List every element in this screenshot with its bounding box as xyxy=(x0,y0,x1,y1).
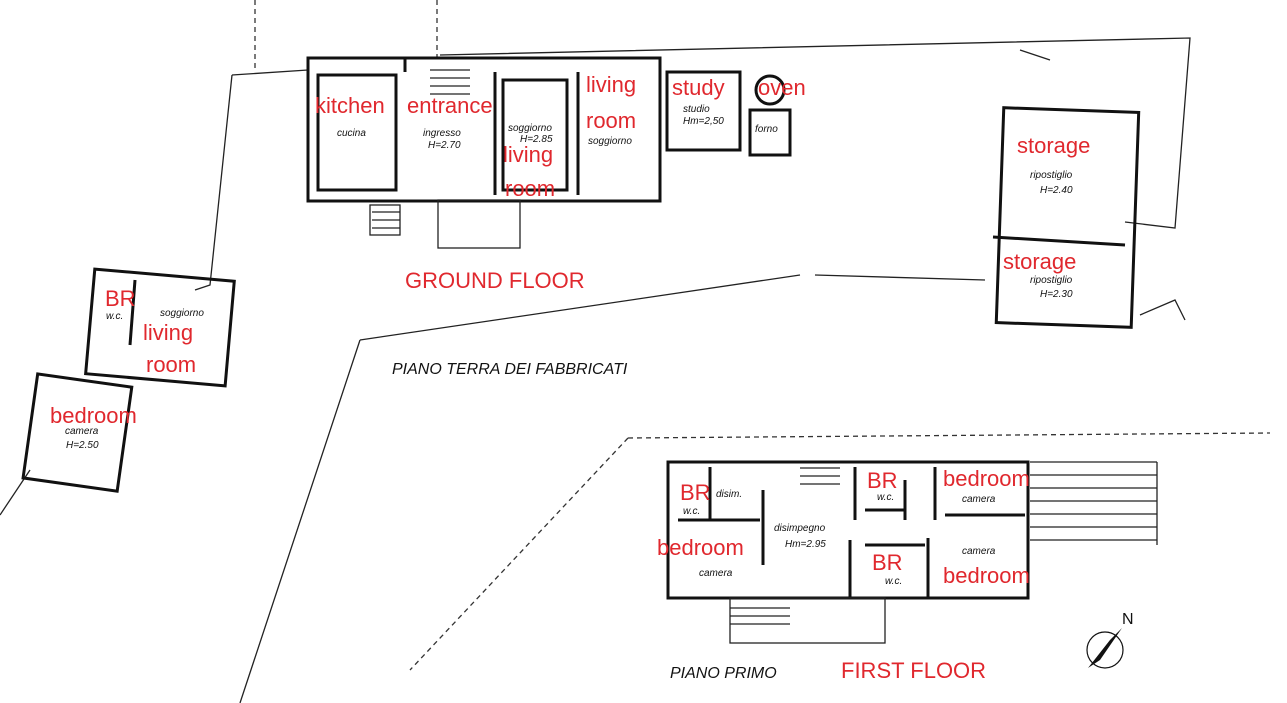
annotation-kitchen: kitchen xyxy=(315,93,385,118)
ground-floor-title: GROUND FLOOR xyxy=(405,268,585,293)
original-labels: cucina ingresso H=2.70 soggiorno H=2.85 … xyxy=(65,104,1073,682)
room-label: soggiorno xyxy=(588,136,632,147)
storage-building xyxy=(992,106,1141,329)
first-floor-building xyxy=(666,460,1158,644)
first-floor-caption: PIANO PRIMO xyxy=(670,665,777,682)
annotation-living: living xyxy=(503,142,553,167)
annotation-br: BR xyxy=(872,550,903,575)
first-floor-title: FIRST FLOOR xyxy=(841,658,986,683)
annotation-bedroom: bedroom xyxy=(657,535,744,560)
room-label: soggiorno xyxy=(160,308,204,319)
room-label: camera xyxy=(962,546,996,557)
room-label: studio xyxy=(683,104,710,115)
annotation-room: room xyxy=(586,108,636,133)
room-height: H=2.50 xyxy=(66,440,99,451)
annotation-bedroom: bedroom xyxy=(943,563,1030,588)
room-label: camera xyxy=(699,568,733,579)
ground-floor-caption: PIANO TERRA DEI FABBRICATI xyxy=(392,361,628,378)
annotation-entrance: entrance xyxy=(407,93,493,118)
annotation-room: room xyxy=(146,352,196,377)
room-label: w.c. xyxy=(683,506,700,517)
annotation-room: room xyxy=(505,176,555,201)
room-label: cucina xyxy=(337,128,366,139)
annotation-oven: oven xyxy=(758,75,806,100)
annotation-storage: storage xyxy=(1017,133,1090,158)
room-label: ripostiglio xyxy=(1030,170,1073,181)
english-annotations: kitchen entrance living room living room… xyxy=(50,72,1090,683)
room-label: ripostiglio xyxy=(1030,275,1073,286)
room-height: H=2.40 xyxy=(1040,185,1073,196)
room-label: w.c. xyxy=(885,576,902,587)
annotation-bedroom: bedroom xyxy=(943,466,1030,491)
room-label: disim. xyxy=(716,489,742,500)
north-label: N xyxy=(1122,611,1134,628)
room-label: soggiorno xyxy=(508,123,552,134)
north-arrow-icon: N xyxy=(1086,611,1134,669)
room-label: w.c. xyxy=(106,311,123,322)
room-label: w.c. xyxy=(877,492,894,503)
annotation-living: living xyxy=(586,72,636,97)
ground-floor-building xyxy=(306,56,792,249)
room-height: H=2.85 xyxy=(520,134,553,145)
annotation-br: BR xyxy=(867,468,898,493)
left-building xyxy=(21,267,236,493)
annotation-bedroom: bedroom xyxy=(50,403,137,428)
annotation-storage: storage xyxy=(1003,249,1076,274)
annotation-br: BR xyxy=(105,286,136,311)
room-height: Hm=2.95 xyxy=(785,539,826,550)
room-height: H=2.30 xyxy=(1040,289,1073,300)
annotation-living: living xyxy=(143,320,193,345)
annotation-study: study xyxy=(672,75,725,100)
room-label: camera xyxy=(962,494,996,505)
room-label: ingresso xyxy=(423,128,461,139)
room-label: forno xyxy=(755,124,778,135)
annotation-br: BR xyxy=(680,480,711,505)
room-label: camera xyxy=(65,426,99,437)
room-height: Hm=2,50 xyxy=(683,116,724,127)
room-height: H=2.70 xyxy=(428,140,461,151)
room-label: disimpegno xyxy=(774,523,826,534)
